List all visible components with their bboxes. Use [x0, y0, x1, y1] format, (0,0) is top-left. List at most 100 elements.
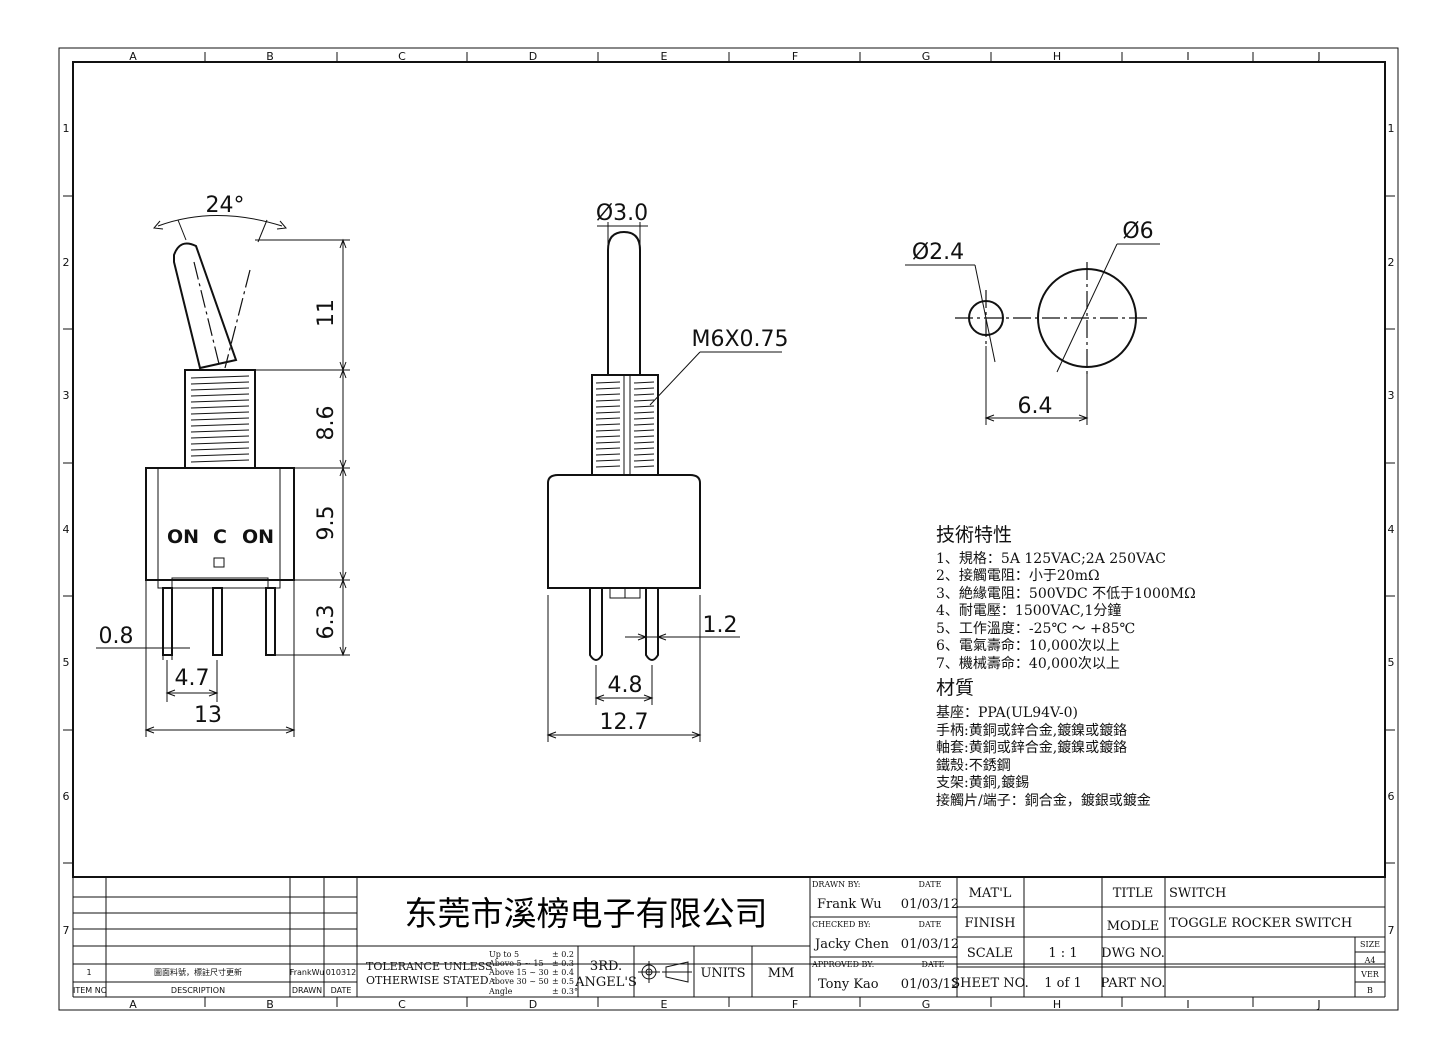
approved-date: 01/03/12 [901, 977, 959, 992]
title-value: SWITCH [1169, 886, 1226, 901]
matl-label: MAT'L [969, 886, 1012, 901]
pin-center [212, 587, 223, 656]
projection-symbol-icon [638, 961, 692, 983]
checked-by: Jacky Chen [813, 937, 890, 952]
drawn-date: 01/03/12 [901, 897, 959, 912]
modle-value: TOGGLE ROCKER SWITCH [1169, 916, 1352, 931]
rev-header-drawn: DRAWN [292, 986, 322, 995]
row-label: 5 [1388, 656, 1395, 669]
material-item: 接觸片/端子：銅合金，鍍銀或鍍金 [936, 792, 1151, 809]
row-label: 7 [1388, 924, 1395, 937]
date-label: DATE [919, 920, 942, 929]
angle-arc [157, 215, 283, 227]
material-item: 鐵殼:不銹鋼 [936, 757, 1011, 774]
row-label: 1 [63, 122, 70, 135]
col-label: J [1316, 998, 1320, 1011]
thread-callout: M6X0.75 [691, 327, 788, 352]
dim-body-width: 13 [194, 703, 222, 728]
spec-item: 5、工作溫度：-25℃ ～ +85℃ [936, 621, 1135, 637]
spec-notes: 技術特性 1、規格：5A 125VAC;2A 250VAC 2、接觸電阻：小于2… [936, 524, 1196, 809]
projection-label: 3RD. [590, 959, 622, 974]
tolerance-value: ± 0.3 [552, 959, 574, 968]
row-label: 1 [1388, 122, 1395, 135]
front-view: Ø3.0 M6X0.75 [546, 201, 789, 742]
tolerance-range: Angle [488, 987, 513, 996]
spec-title: 技術特性 [936, 524, 1012, 546]
col-label: A [129, 50, 137, 63]
column-labels-bottom: A B C D E F G H I J [129, 998, 1320, 1011]
lever-front [607, 230, 641, 376]
col-label: I [1186, 998, 1189, 1011]
modle-label: MODLE [1107, 919, 1160, 934]
col-label: C [398, 998, 406, 1011]
column-labels-top: A B C D E F G H I J [129, 50, 1320, 63]
material-title: 材質 [936, 677, 974, 699]
tolerance-value: ± 0.4 [552, 968, 574, 977]
tolerance-range: Above 15 ~ 30 [488, 968, 549, 977]
lever [173, 242, 238, 370]
company-name: 东莞市溪榜电子有限公司 [405, 894, 768, 933]
row-label: 3 [1388, 389, 1395, 402]
col-label: H [1053, 50, 1061, 63]
dim-small-hole: Ø2.4 [912, 240, 964, 265]
finish-label: FINISH [965, 916, 1016, 931]
size-label: SIZE [1360, 940, 1380, 949]
col-label: G [922, 998, 931, 1011]
pin-front-right [645, 588, 659, 661]
title-label: TITLE [1113, 886, 1154, 901]
col-label: F [792, 50, 798, 63]
row-label: 6 [63, 790, 70, 803]
panel-cutout-view: Ø2.4 Ø6 6.4 [905, 219, 1160, 425]
col-label: E [661, 998, 668, 1011]
dim-bushing-height: 8.6 [314, 406, 339, 441]
row-label: 2 [63, 256, 70, 269]
outer-frame [58, 47, 1399, 1011]
dim-pin-pitch: 4.7 [175, 666, 210, 691]
col-label: J [1316, 50, 1320, 63]
spec-item: 6、電氣壽命：10,000次以上 [936, 637, 1120, 654]
center-label: C [213, 526, 227, 548]
approved-by-label: APPROVED BY: [811, 960, 874, 969]
dim-front-pitch: 4.8 [608, 673, 643, 698]
checked-by-label: CHECKED BY: [812, 920, 871, 929]
drawn-by: Frank Wu [817, 897, 882, 912]
dim-lever-diameter: Ø3.0 [596, 201, 648, 226]
dim-large-hole: Ø6 [1122, 219, 1153, 244]
date-label: DATE [922, 960, 945, 969]
drawing-area-border [72, 61, 1386, 878]
tolerance-range: Above 30 ~ 50 [488, 977, 549, 986]
rev-header-description: DESCRIPTION [171, 986, 225, 995]
spec-item: 7、機械壽命：40,000次以上 [936, 655, 1120, 672]
scale-value: 1 : 1 [1048, 946, 1077, 961]
rev-header-date: DATE [331, 986, 352, 995]
col-label: B [266, 998, 274, 1011]
col-label: G [922, 50, 931, 63]
rev-date: 010312 [326, 968, 357, 977]
spec-item: 2、接觸電阻：小于20mΩ [936, 567, 1100, 584]
pin-right [265, 587, 276, 656]
row-label: 2 [1388, 256, 1395, 269]
row-ticks [63, 195, 1395, 864]
approved-by: Tony Kao [818, 977, 879, 992]
tolerance-label: TOLERANCE UNLESS [366, 960, 493, 973]
title-block: 1 圖面料號，標註尺寸更新 FrankWu 010312 ITEM NO DES… [73, 877, 1385, 997]
tolerance-range: Above 5 ~ 15 [488, 959, 544, 968]
switch-body-front [547, 474, 701, 589]
col-label: C [398, 50, 406, 63]
projection-label: ANGEL'S [574, 975, 637, 990]
tolerance-value: ± 0.5 [552, 977, 574, 986]
date-label: DATE [919, 880, 942, 889]
on-right-label: ON [242, 526, 274, 548]
drawn-by-label: DRAWN BY: [812, 880, 860, 889]
col-label: D [529, 50, 537, 63]
tolerance-value: ± 0.3° [552, 987, 578, 996]
dim-lever-height: 11 [314, 299, 339, 327]
dim-hole-spacing: 6.4 [1018, 394, 1053, 419]
col-label: A [129, 998, 137, 1011]
dim-front-width: 12.7 [600, 710, 649, 735]
position-indicator [213, 557, 225, 568]
sheet-value: 1 of 1 [1044, 976, 1081, 991]
dim-body-height: 9.5 [314, 506, 339, 541]
row-labels-left: 1 2 3 4 5 6 7 [63, 122, 70, 937]
spec-item: 3、絶緣電阻：500VDC 不低于1000MΩ [936, 586, 1196, 602]
